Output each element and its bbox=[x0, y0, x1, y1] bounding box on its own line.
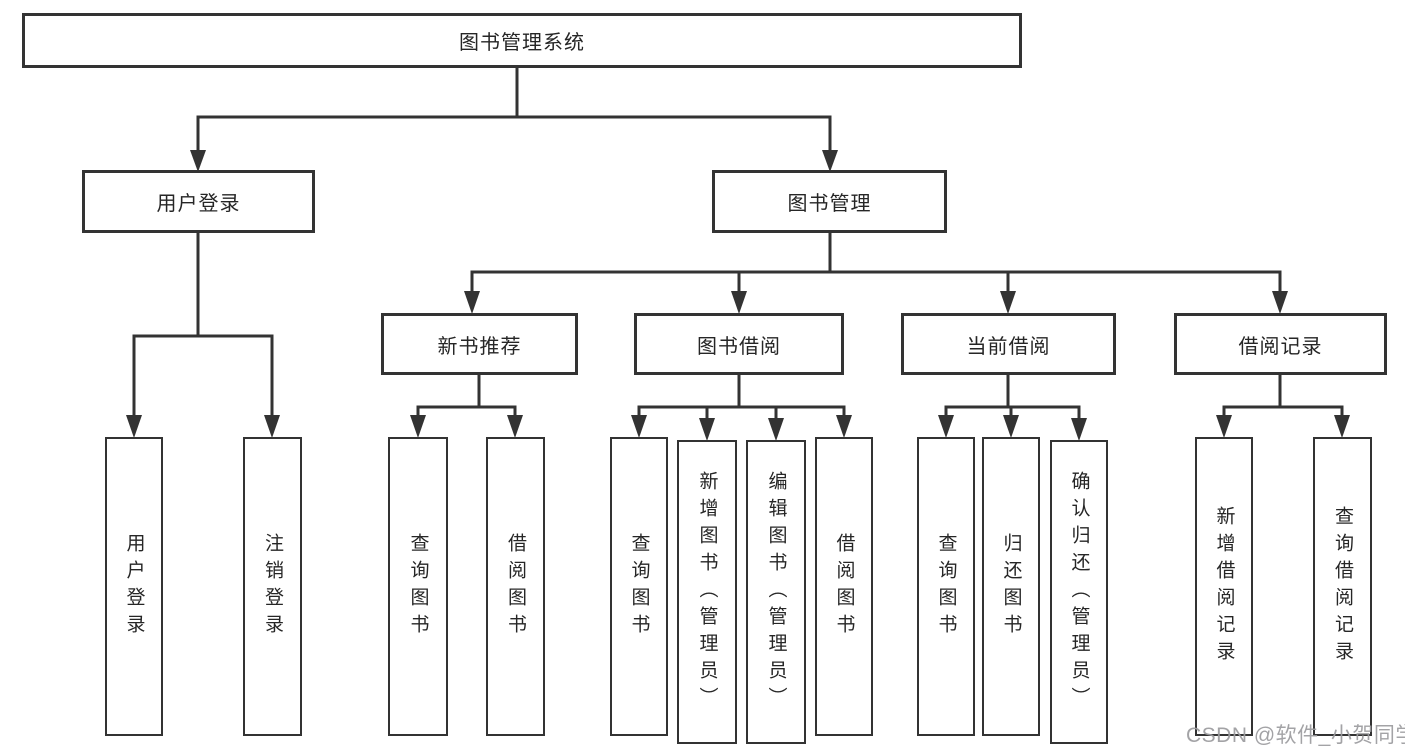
connector-arrowheads bbox=[126, 150, 1350, 441]
branch-book-management: 图书管理 bbox=[712, 170, 947, 233]
leaf-query-books-borrow: 查询图书 bbox=[610, 437, 668, 736]
leaf-add-books-admin: 新增图书（管理员） bbox=[677, 440, 737, 744]
leaf-borrow-books-recommend: 借阅图书 bbox=[486, 437, 545, 736]
category-current-borrow: 当前借阅 bbox=[901, 313, 1116, 375]
leaf-edit-books-admin: 编辑图书（管理员） bbox=[746, 440, 806, 744]
category-borrow-records: 借阅记录 bbox=[1174, 313, 1387, 375]
branch-user-login: 用户登录 bbox=[82, 170, 315, 233]
leaf-query-books-current: 查询图书 bbox=[917, 437, 975, 736]
leaf-logout: 注销登录 bbox=[243, 437, 302, 736]
root-node-library-management-system: 图书管理系统 bbox=[22, 13, 1022, 68]
leaf-confirm-return-admin: 确认归还（管理员） bbox=[1050, 440, 1108, 744]
leaf-add-borrow-record: 新增借阅记录 bbox=[1195, 437, 1253, 736]
leaf-borrow-books: 借阅图书 bbox=[815, 437, 873, 736]
leaf-return-books: 归还图书 bbox=[982, 437, 1040, 736]
category-book-borrow: 图书借阅 bbox=[634, 313, 844, 375]
leaf-user-login: 用户登录 bbox=[105, 437, 163, 736]
category-new-book-recommend: 新书推荐 bbox=[381, 313, 578, 375]
leaf-query-books-recommend: 查询图书 bbox=[388, 437, 448, 736]
leaf-query-borrow-record: 查询借阅记录 bbox=[1313, 437, 1372, 736]
csdn-watermark: CSDN @软件_小贺同学 bbox=[1186, 724, 1405, 747]
